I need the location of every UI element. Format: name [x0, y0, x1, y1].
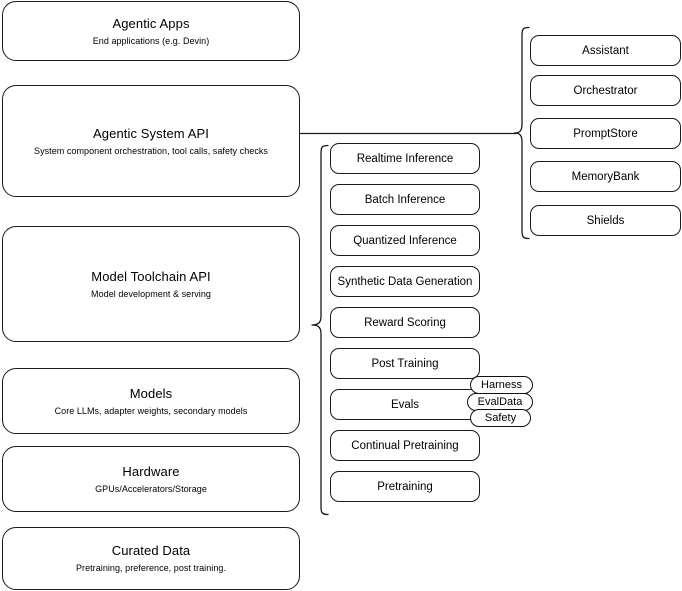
toolchain-box-continual-pretraining[interactable]: Continual Pretraining: [330, 430, 480, 461]
layer-subtitle: End applications (e.g. Devin): [92, 35, 210, 46]
layer-subtitle: GPUs/Accelerators/Storage: [95, 483, 207, 494]
agentic-label: Shields: [586, 214, 625, 227]
brace-toolchain-components: [310, 144, 330, 516]
layer-title: Model Toolchain API: [91, 268, 211, 284]
layer-box-hardware[interactable]: Hardware GPUs/Accelerators/Storage: [2, 446, 300, 512]
eval-pill-label: EvalData: [477, 395, 523, 408]
agentic-box-memorybank[interactable]: MemoryBank: [530, 161, 681, 192]
toolchain-box-quantized-inference[interactable]: Quantized Inference: [330, 225, 480, 256]
toolchain-label: Synthetic Data Generation: [337, 275, 473, 288]
layer-title: Agentic Apps: [112, 15, 190, 31]
layer-subtitle: Core LLMs, adapter weights, secondary mo…: [54, 405, 248, 416]
toolchain-box-realtime-inference[interactable]: Realtime Inference: [330, 143, 480, 174]
layer-title: Curated Data: [111, 543, 191, 558]
toolchain-label: Quantized Inference: [353, 234, 457, 247]
layer-box-agentic-apps[interactable]: Agentic Apps End applications (e.g. Devi…: [2, 1, 300, 61]
agentic-box-promptstore[interactable]: PromptStore: [530, 118, 681, 149]
layer-title: Hardware: [122, 463, 180, 479]
eval-pill-label: Harness: [481, 378, 522, 391]
layer-box-agentic-system-api[interactable]: Agentic System API System component orch…: [2, 85, 300, 197]
agentic-label: MemoryBank: [571, 170, 640, 183]
toolchain-box-synthetic-data-generation[interactable]: Synthetic Data Generation: [330, 266, 480, 297]
toolchain-label: Pretraining: [377, 480, 433, 493]
layer-title: Agentic System API: [93, 125, 209, 141]
toolchain-label: Realtime Inference: [356, 152, 454, 165]
toolchain-box-pretraining[interactable]: Pretraining: [330, 471, 480, 502]
toolchain-label: Evals: [390, 398, 420, 411]
toolchain-label: Reward Scoring: [364, 316, 446, 329]
toolchain-label: Continual Pretraining: [351, 439, 459, 452]
agentic-box-orchestrator[interactable]: Orchestrator: [530, 75, 681, 106]
agentic-label: PromptStore: [573, 127, 638, 140]
agentic-box-shields[interactable]: Shields: [530, 205, 681, 236]
connector-line-agentic-system-api: [299, 126, 522, 142]
layer-box-curated-data[interactable]: Curated Data Pretraining, preference, po…: [2, 527, 300, 590]
layer-subtitle: System component orchestration, tool cal…: [34, 145, 268, 156]
agentic-label: Assistant: [582, 44, 629, 57]
toolchain-box-reward-scoring[interactable]: Reward Scoring: [330, 307, 480, 338]
brace-agentic-components: [513, 26, 531, 240]
toolchain-box-batch-inference[interactable]: Batch Inference: [330, 184, 480, 215]
toolchain-label: Post Training: [371, 357, 439, 370]
toolchain-label: Batch Inference: [364, 193, 446, 206]
layer-box-models[interactable]: Models Core LLMs, adapter weights, secon…: [2, 368, 300, 434]
layer-subtitle: Model development & serving: [91, 288, 211, 299]
eval-pill-harness[interactable]: Harness: [470, 376, 533, 394]
layer-title: Models: [129, 385, 173, 401]
eval-pill-label: Safety: [484, 411, 517, 424]
agentic-label: Orchestrator: [573, 84, 638, 97]
toolchain-box-post-training[interactable]: Post Training: [330, 348, 480, 379]
eval-pill-safety[interactable]: Safety: [470, 409, 531, 427]
layer-subtitle: Pretraining, preference, post training.: [75, 563, 227, 573]
agentic-box-assistant[interactable]: Assistant: [530, 35, 681, 66]
toolchain-box-evals[interactable]: Evals: [330, 389, 480, 420]
layer-box-model-toolchain-api[interactable]: Model Toolchain API Model development & …: [2, 226, 300, 342]
